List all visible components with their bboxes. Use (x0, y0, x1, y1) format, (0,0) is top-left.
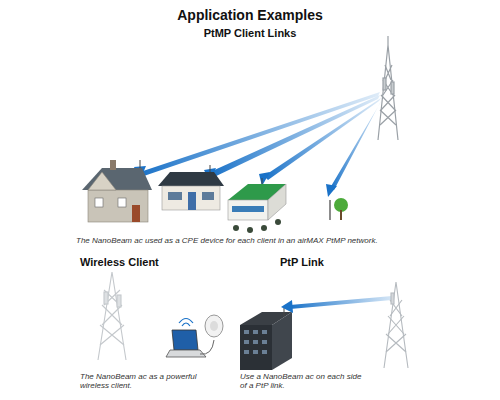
caption: The NanoBeam ac used as a CPE device for… (76, 236, 476, 245)
laptop-client (166, 315, 223, 357)
house (82, 160, 152, 222)
office-building (228, 178, 286, 233)
signal-beams (134, 92, 382, 197)
section-heading: Wireless Client (80, 256, 230, 269)
house (158, 165, 224, 210)
section-heading: PtP Link (280, 256, 400, 269)
subtitle: PtMP Client Links (0, 27, 500, 40)
title: Application Examples (0, 7, 500, 23)
caption: The NanoBeam ac as a powerful wireless c… (80, 372, 210, 390)
tower (378, 36, 398, 140)
signal-beam (281, 296, 392, 313)
tower (384, 282, 408, 368)
office-building (240, 306, 292, 370)
caption: Use a NanoBeam ac on each side of a PtP … (240, 372, 370, 390)
tower (98, 272, 126, 360)
tree-cpe (330, 198, 348, 220)
